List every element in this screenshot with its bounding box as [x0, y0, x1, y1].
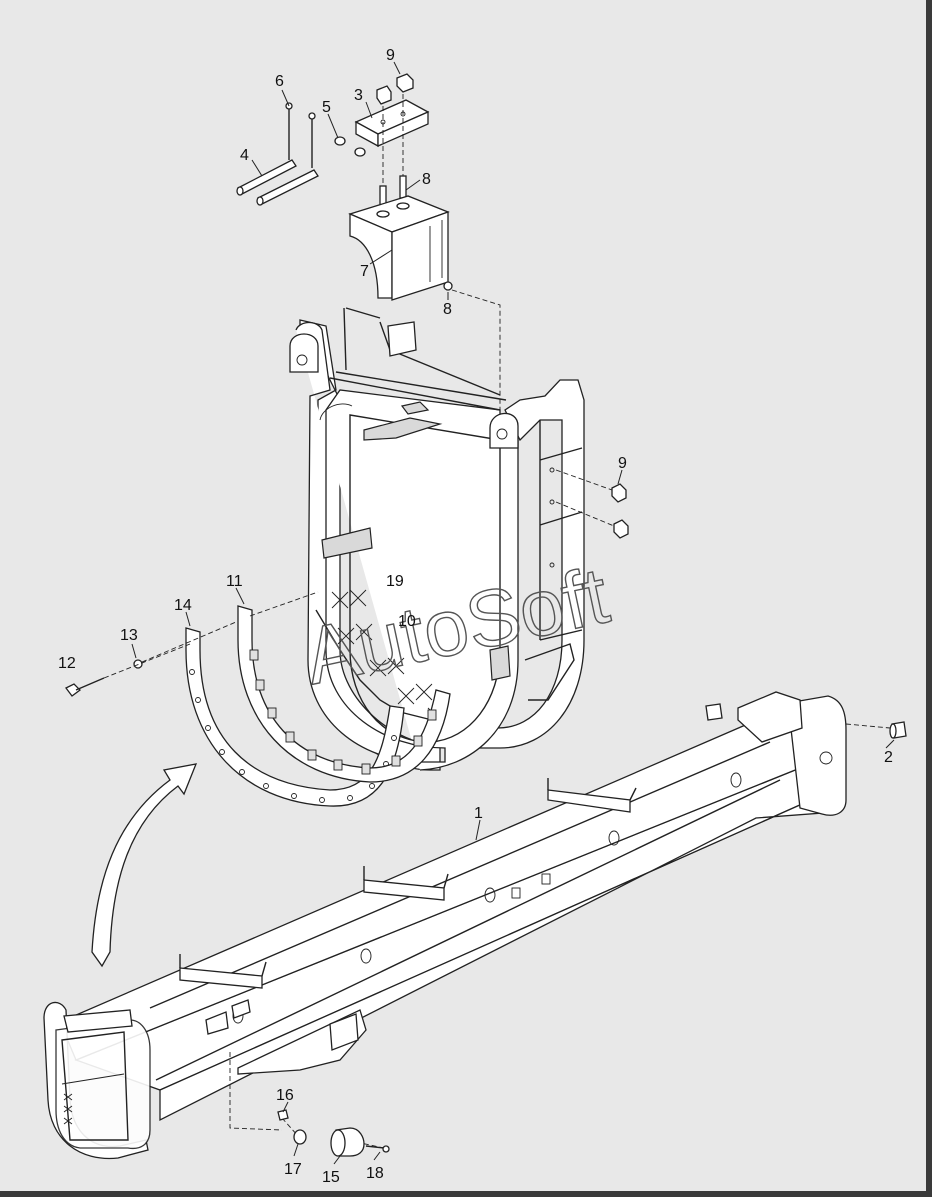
callout-10: 10	[398, 613, 416, 630]
ring-plate-part-14	[185, 627, 405, 807]
callout-11: 11	[226, 573, 243, 590]
callout-1: 1	[474, 805, 483, 822]
callout-19: 19	[386, 573, 404, 590]
leader-lines	[131, 61, 895, 1165]
callout-3: 3	[354, 87, 363, 104]
lug-left	[289, 333, 319, 373]
frame-assembly	[289, 307, 585, 771]
washer-part-5	[334, 136, 366, 157]
callout-15: 15	[322, 1169, 340, 1186]
callout-2: 2	[884, 749, 893, 766]
callout-8-upper: 8	[422, 171, 431, 188]
ring-plate-part-11	[237, 605, 451, 783]
callout-13: 13	[120, 627, 138, 644]
assembly-arrow	[91, 763, 198, 968]
nut-part-9-side	[611, 483, 629, 539]
axis-line	[451, 289, 501, 410]
callout-16: 16	[276, 1087, 294, 1104]
callout-14: 14	[174, 597, 192, 614]
callout-17: 17	[284, 1161, 302, 1178]
bolt-part-12	[65, 677, 105, 697]
callout-9-side: 9	[618, 455, 627, 472]
callout-4: 4	[240, 147, 249, 164]
callout-7: 7	[360, 263, 369, 280]
main-beam-part-1	[43, 691, 847, 1160]
callout-18: 18	[366, 1165, 384, 1182]
lug-right	[489, 412, 519, 449]
callout-8-lower: 8	[443, 301, 452, 318]
axis-line	[555, 469, 615, 527]
callout-9-top: 9	[386, 47, 395, 64]
callout-5: 5	[322, 99, 331, 116]
bushing-part-2	[889, 721, 907, 739]
block-part-7	[348, 195, 453, 301]
split-pin-part-6	[285, 102, 316, 168]
callout-6: 6	[275, 73, 284, 90]
callout-12: 12	[58, 655, 76, 672]
pin-part-4	[236, 159, 319, 206]
bracket-part-3	[354, 99, 430, 148]
rubber-stop-part-15	[330, 1127, 365, 1157]
axis-line	[845, 723, 891, 729]
nut-part-9-top	[376, 73, 414, 105]
washer-part-13	[133, 659, 143, 669]
bolt-part-18	[365, 1145, 390, 1153]
axis-line	[103, 591, 319, 679]
washer-part-17	[293, 1129, 307, 1145]
